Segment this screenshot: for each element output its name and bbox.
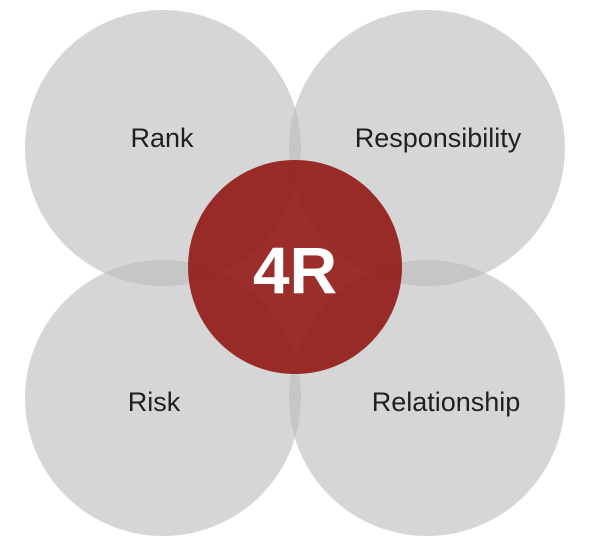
- center-label: 4R: [253, 233, 337, 307]
- label-risk: Risk: [128, 387, 181, 417]
- label-responsibility: Responsibility: [355, 123, 522, 153]
- label-rank: Rank: [130, 123, 194, 153]
- label-relationship: Relationship: [372, 387, 521, 417]
- center-circle: [188, 160, 402, 374]
